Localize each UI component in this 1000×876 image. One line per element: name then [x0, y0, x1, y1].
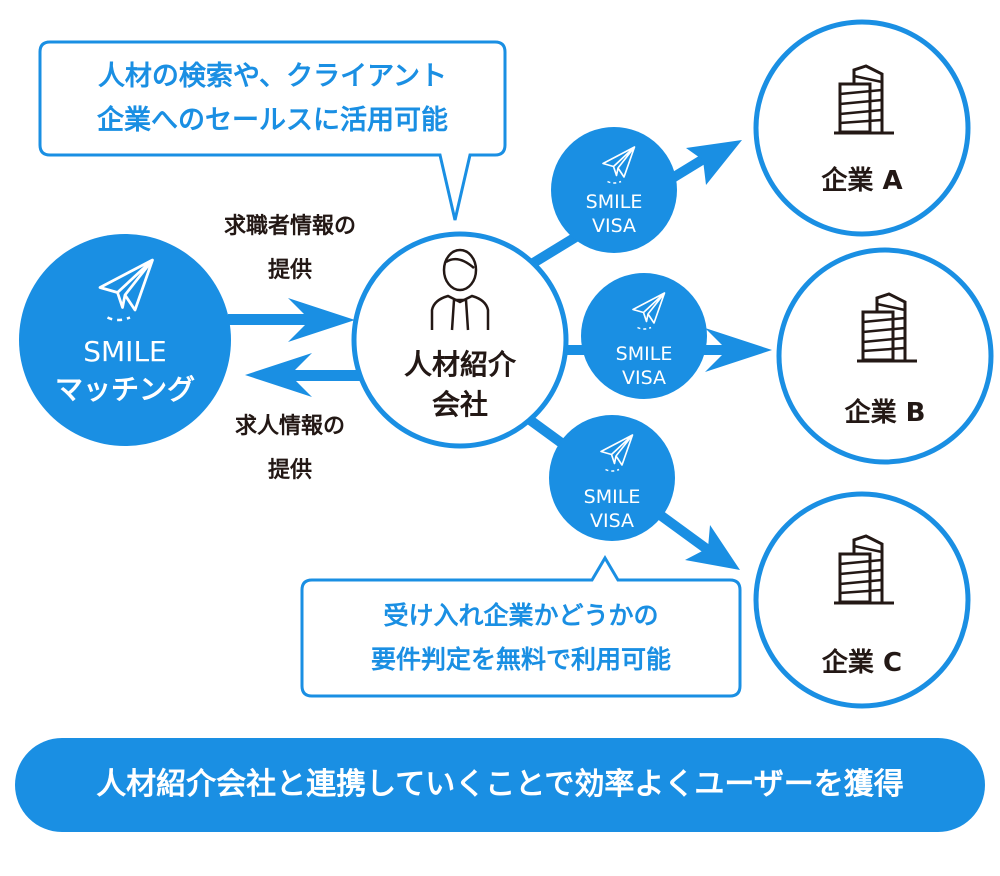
job-posting-info-line2: 提供: [267, 458, 312, 483]
visa-badge-line1: SMILE: [583, 486, 641, 508]
person-icon: [430, 248, 490, 331]
smile-matching-label: SMILE マッチング: [20, 333, 230, 409]
job-posting-info-label: 求人情報の 提供: [190, 405, 390, 493]
visa-badge: SMILE VISA: [584, 342, 704, 390]
callout-top-text: 人材の検索や、クライアント 企業へのセールスに活用可能: [40, 55, 505, 143]
visa-badge-line1: SMILE: [615, 343, 673, 365]
callout-top-box: [38, 40, 507, 221]
job-seeker-info-line2: 提供: [267, 258, 312, 283]
company-a-label: 企業 A: [821, 166, 903, 196]
visa-badge-line2: VISA: [589, 510, 634, 532]
callout-bottom-box: [300, 555, 742, 698]
company-c-circle: [753, 491, 971, 709]
agency-line1: 人材紹介: [403, 348, 516, 381]
company-c-label: 企業 C: [821, 648, 903, 678]
company-b-label: 企業 B: [844, 398, 926, 428]
job-seeker-info-line1: 求職者情報の: [223, 214, 356, 239]
arrow-to-agency: [228, 298, 355, 342]
agency-label: 人材紹介 会社: [360, 345, 560, 425]
company-b-circle: [776, 247, 994, 465]
visa-badge-line2: VISA: [621, 367, 666, 389]
callout-top-line2: 企業へのセールスに活用可能: [97, 105, 448, 136]
visa-badge-line1: SMILE: [585, 191, 643, 213]
visa-badge: SMILE VISA: [552, 485, 672, 533]
visa-badge: SMILE VISA: [554, 190, 674, 238]
callout-top-line1: 人材の検索や、クライアント: [97, 61, 448, 92]
callout-bottom-line1: 受け入れ企業かどうかの: [383, 601, 659, 630]
smile-matching-line2: マッチング: [54, 373, 195, 406]
job-seeker-info-label: 求職者情報の 提供: [190, 205, 390, 293]
visa-badge-circles: [549, 127, 707, 541]
callout-bottom-text: 受け入れ企業かどうかの 要件判定を無料で利用可能: [302, 594, 740, 682]
company-a-circle: [753, 19, 971, 237]
banner-background: [15, 738, 985, 832]
agency-circle: [351, 231, 569, 449]
arrow-to-matching: [245, 353, 365, 397]
callout-bottom-line2: 要件判定を無料で利用可能: [370, 645, 671, 674]
smile-matching-circle: [19, 234, 231, 446]
job-posting-info-line1: 求人情報の: [234, 414, 345, 439]
banner-text: 人材紹介会社と連携していくことで効率よくユーザーを獲得: [96, 767, 904, 802]
visa-badge-line2: VISA: [591, 215, 636, 237]
smile-matching-line1: SMILE: [83, 335, 167, 368]
agency-line2: 会社: [431, 388, 488, 421]
